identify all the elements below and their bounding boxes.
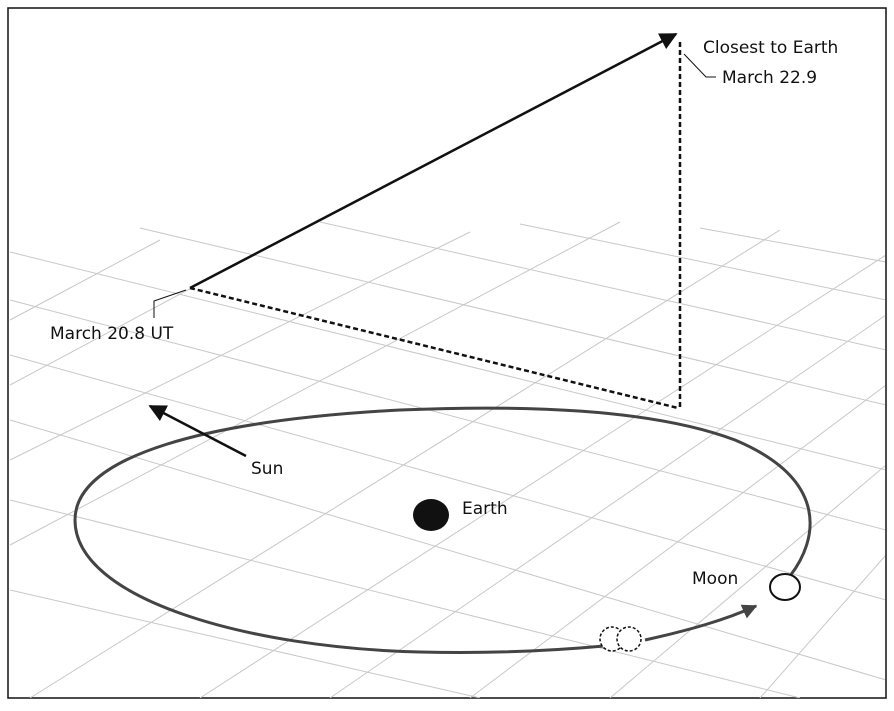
- moon-past-position-2: [616, 626, 642, 652]
- grid-line: [199, 255, 885, 698]
- grid-line: [699, 227, 885, 263]
- closest-leader-line: [683, 53, 716, 78]
- sun-direction-arrow: [148, 404, 247, 458]
- grid-line: [9, 419, 885, 681]
- ground-projection-line: [189, 286, 679, 410]
- grid-line: [609, 465, 885, 698]
- grid-line: [329, 315, 885, 698]
- grid-line: [469, 385, 885, 698]
- grid-line: [139, 227, 885, 406]
- grid-line: [29, 229, 781, 698]
- figure-border: [7, 7, 887, 699]
- sun-label: Sun: [251, 459, 283, 479]
- moon-label: Moon: [692, 569, 738, 589]
- earth-label: Earth: [462, 499, 508, 519]
- start-label: March 20.8 UT: [50, 324, 174, 344]
- grid-line: [759, 555, 885, 698]
- grid-line: [9, 499, 801, 698]
- grid-line: [9, 221, 621, 546]
- closest-label-line1: Closest to Earth: [703, 38, 838, 58]
- moon-marker: [769, 573, 801, 601]
- grid-line: [9, 354, 885, 601]
- grid-line: [9, 299, 885, 531]
- grid-line: [519, 223, 885, 301]
- trajectory-arrow: [189, 32, 678, 290]
- perspective-grid: [9, 221, 885, 698]
- orbit-direction-arrow: [644, 604, 758, 642]
- closest-label-line2: March 22.9: [722, 68, 817, 88]
- moon-orbit: [73, 406, 812, 655]
- grid-line: [9, 589, 481, 698]
- grid-line: [9, 239, 161, 321]
- grid-line: [9, 231, 471, 461]
- grid-line: [9, 251, 885, 471]
- start-leader-line: [153, 289, 187, 318]
- grid-line: [319, 221, 885, 351]
- earth-marker: [413, 499, 449, 531]
